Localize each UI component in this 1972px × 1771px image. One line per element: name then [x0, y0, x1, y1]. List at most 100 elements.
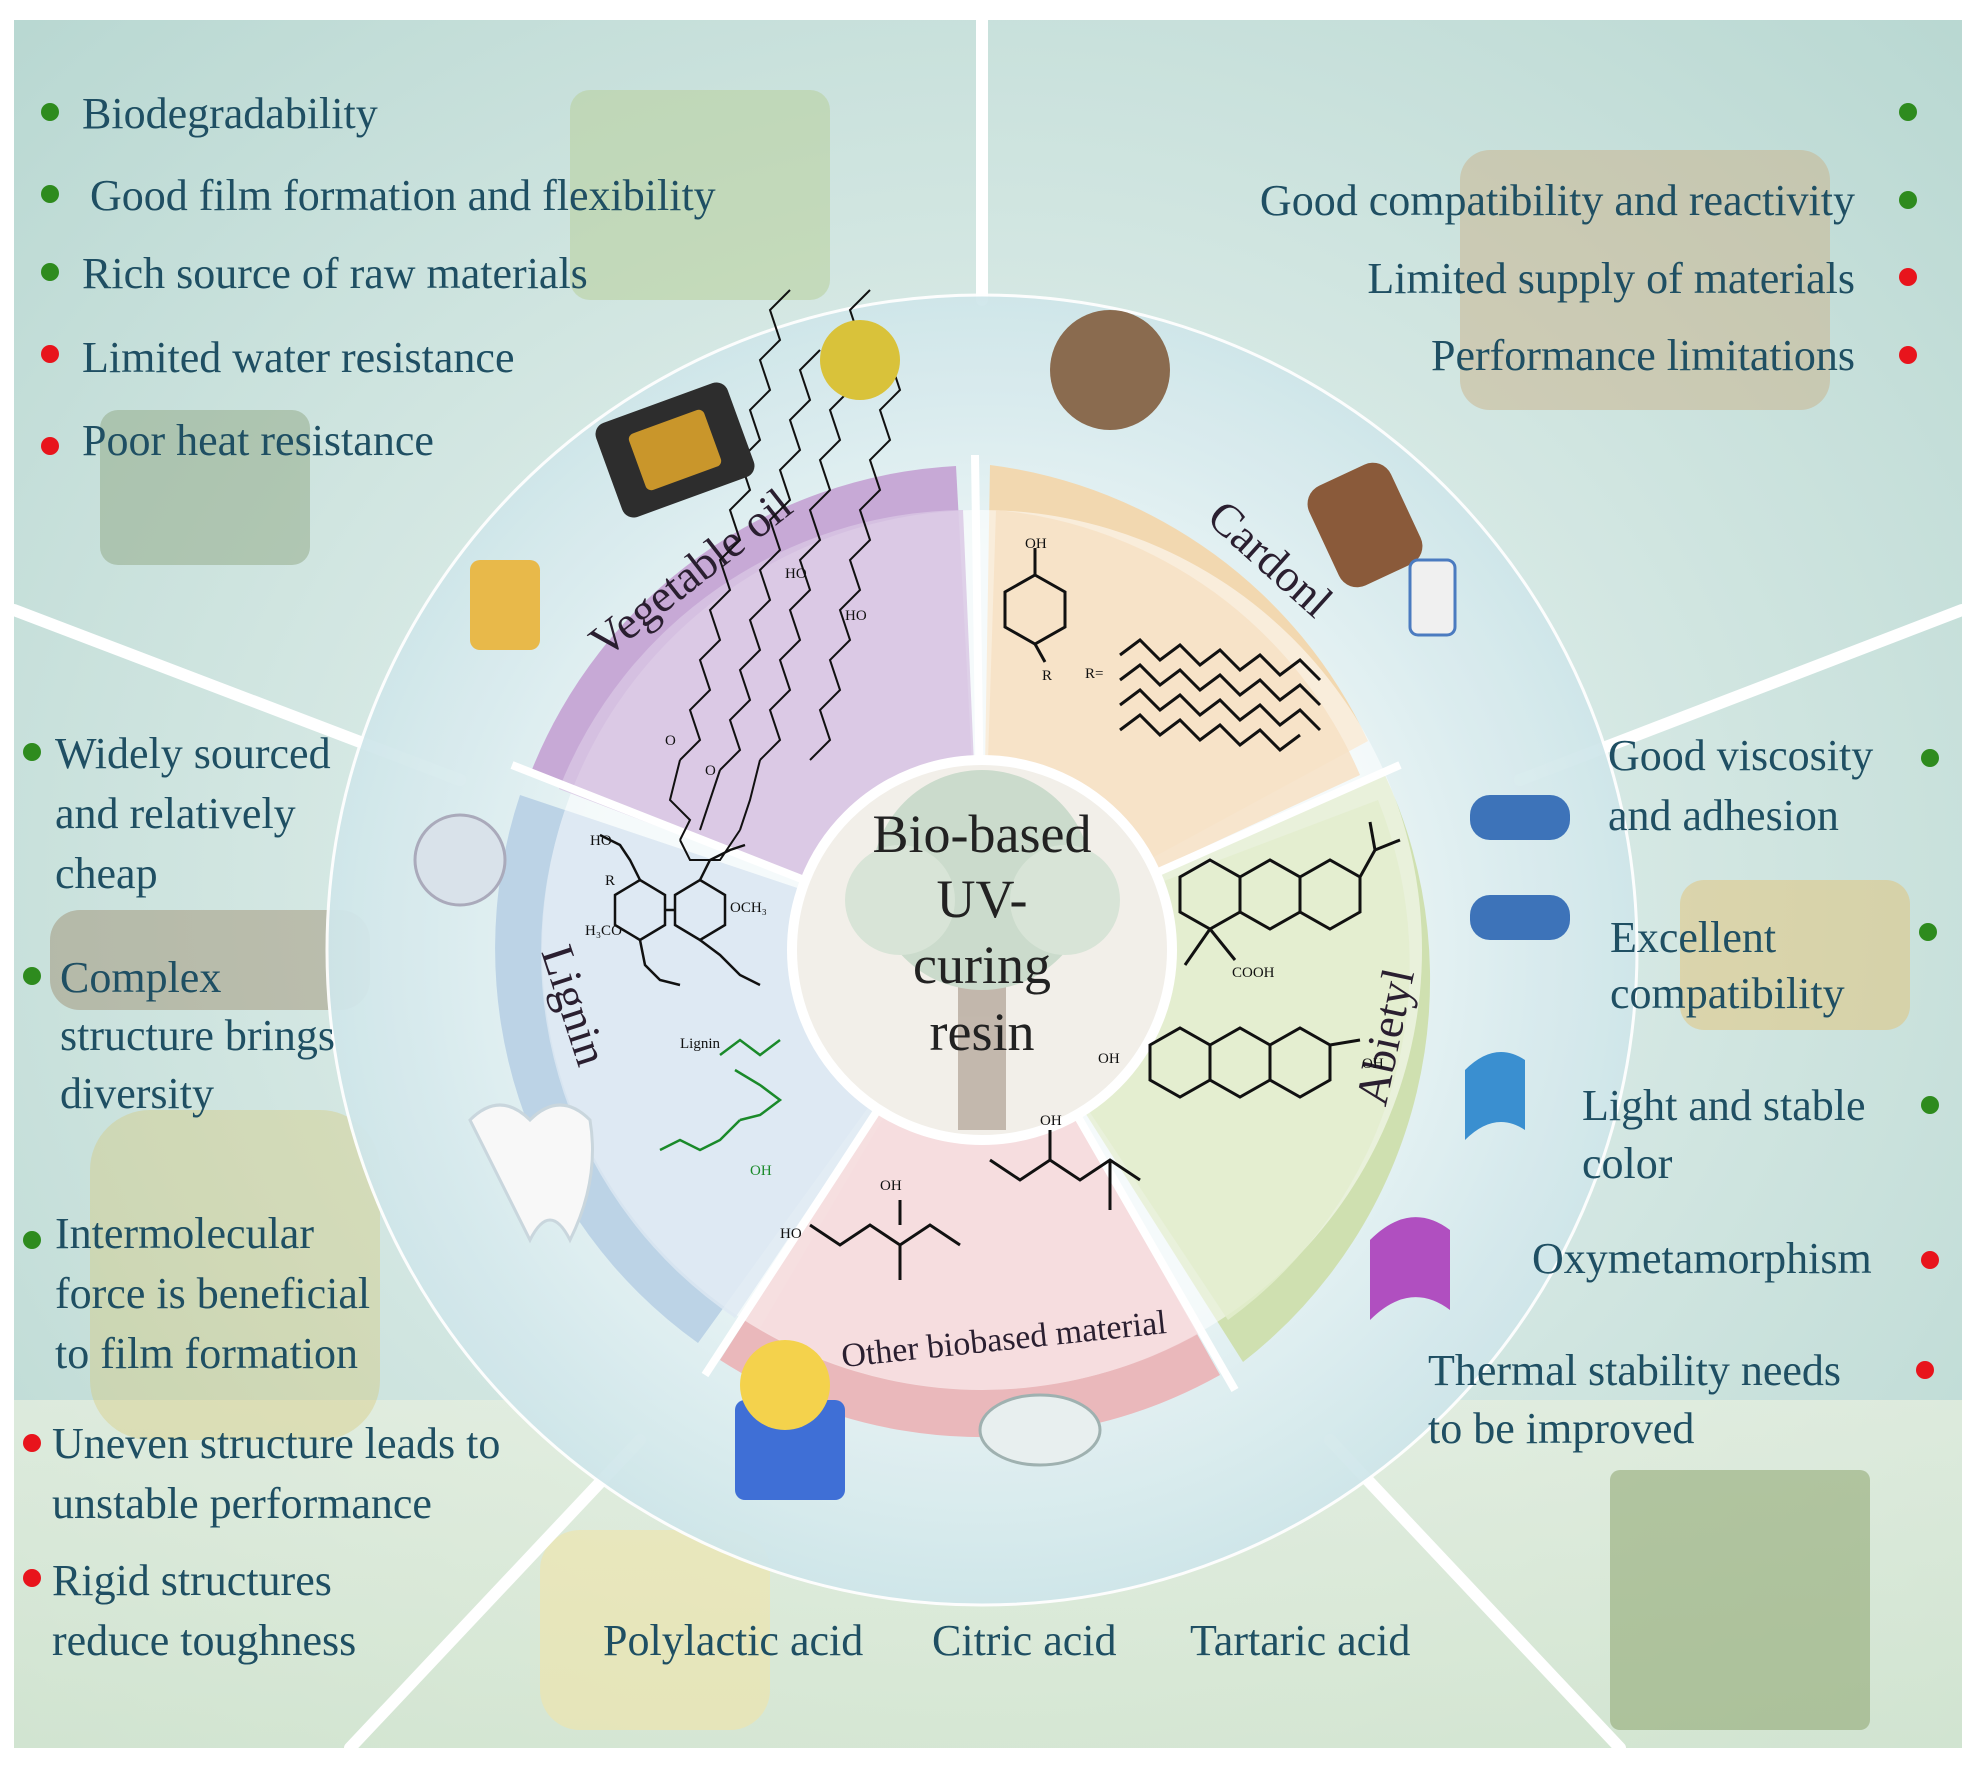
lignin-feature-3-line-2: force is beneficial	[55, 1269, 370, 1318]
lignin-feature-2-line-3: diversity	[60, 1069, 214, 1118]
chem-oh-abietyl-2: OH	[1362, 1056, 1384, 1072]
lignin-feature-3-line-1: Intermolecular	[55, 1209, 314, 1258]
serum-bottle-icon	[470, 560, 540, 650]
vegetable-feature-5: Poor heat resistance	[82, 416, 434, 465]
lignin-feature-2-line-2: structure brings	[60, 1011, 335, 1060]
status-dot	[23, 743, 41, 761]
abietic-acid-structure	[1148, 821, 1401, 1099]
chem-r-cardanol: R	[1042, 668, 1052, 684]
chem-r-lignin: R	[605, 873, 615, 889]
cardonl-feature-3: Limited supply of materials	[1367, 254, 1855, 303]
abietyl-feature-5-line-2: to be improved	[1428, 1404, 1694, 1453]
status-dot	[23, 1569, 41, 1587]
acid-structures	[809, 1130, 1141, 1280]
cardonl-feature-4: Performance limitations	[1431, 331, 1855, 380]
abietyl-feature-2-line-1: Excellent	[1610, 913, 1776, 962]
lignin-feature-5-line-2: reduce toughness	[52, 1616, 356, 1665]
castor-photo	[100, 410, 310, 565]
chem-ho-2: HO	[845, 608, 867, 624]
status-dot	[1921, 749, 1939, 767]
status-dot	[23, 1231, 41, 1249]
vegetable-oil-photo	[570, 90, 830, 300]
lemon-trophy-icon	[735, 1400, 845, 1500]
capsule-icon-1	[1470, 795, 1570, 840]
chem-ho-1: HO	[785, 566, 807, 582]
cardonl-feature-2: Good compatibility and reactivity	[1260, 176, 1855, 225]
vegetable-oil-panel: Biodegradability Good film formation and…	[41, 89, 716, 465]
lignin-feature-4-line-1: Uneven structure leads to	[52, 1419, 500, 1468]
other-example-1: Polylactic acid	[603, 1616, 863, 1665]
chem-och3: OCH₃	[730, 900, 767, 916]
lignin-feature-1-line-3: cheap	[55, 849, 158, 898]
chem-oh-lignin-2: OH	[750, 1163, 772, 1179]
center-line-3: curing	[913, 935, 1051, 995]
tree-icon	[845, 770, 1120, 1130]
status-dot	[1921, 1096, 1939, 1114]
tooth-icon	[468, 1103, 594, 1244]
ring-icons	[413, 310, 1570, 1500]
status-dot	[1919, 923, 1937, 941]
chem-oh-citric: OH	[880, 1178, 902, 1194]
pine-photo	[1610, 1470, 1870, 1730]
status-dot	[41, 103, 59, 121]
chem-ho-lignin: HO	[590, 833, 612, 849]
vegetable-feature-1: Biodegradability	[82, 89, 378, 138]
status-dot	[41, 345, 59, 363]
lignin-ester-structure	[659, 1038, 783, 1152]
abietyl-feature-5-line-1: Thermal stability needs	[1428, 1346, 1841, 1395]
center-line-4: resin	[930, 1002, 1035, 1062]
abietyl-feature-1-line-1: Good viscosity	[1608, 731, 1873, 780]
abietyl-feature-1-line-2: and adhesion	[1608, 791, 1839, 840]
rosin-photo	[1680, 880, 1910, 1030]
abietyl-feature-4-line-1: Oxymetamorphism	[1532, 1234, 1872, 1283]
status-dot	[41, 437, 59, 455]
stacked-film-icon	[1370, 1217, 1450, 1320]
cashew-photo	[1460, 150, 1830, 410]
lignin-feature-3-line-3: to film formation	[55, 1329, 358, 1378]
status-dot	[1899, 268, 1917, 286]
vegetable-feature-3: Rich source of raw materials	[82, 249, 588, 298]
cell-illustration	[90, 1110, 380, 1440]
chem-cooh: COOH	[1232, 965, 1275, 981]
lignin-panel: Widely sourced and relatively cheap Comp…	[23, 729, 500, 1665]
other-example-3: Tartaric acid	[1190, 1616, 1410, 1665]
status-dot	[41, 263, 59, 281]
status-dot	[1899, 191, 1917, 209]
status-dot	[23, 1434, 41, 1452]
status-dot	[1899, 103, 1917, 121]
film-layer-icon	[1465, 1052, 1525, 1140]
tube-icon	[1050, 310, 1170, 430]
lignin-structure	[599, 833, 761, 987]
lignin-feature-1-line-2: and relatively	[55, 789, 296, 838]
abietyl-feature-2-line-2: compatibility	[1610, 969, 1845, 1018]
chem-lignin-label: Lignin	[680, 1036, 720, 1052]
status-dot	[1916, 1361, 1934, 1379]
lignin-feature-1-line-1: Widely sourced	[55, 729, 331, 778]
vegetable-feature-2: Good film formation and flexibility	[90, 171, 716, 220]
status-dot	[1899, 346, 1917, 364]
powder-photo	[50, 910, 370, 1010]
chem-ho-citric: HO	[780, 1226, 802, 1242]
lignin-feature-2-line-1: Complex	[60, 953, 221, 1002]
lignin-feature-4-line-2: unstable performance	[52, 1479, 432, 1528]
capsule-icon-2	[1470, 895, 1570, 940]
status-dot	[1921, 1251, 1939, 1269]
chem-oh-abietyl-1: OH	[1098, 1051, 1120, 1067]
abietyl-feature-3-line-1: Light and stable	[1582, 1081, 1866, 1130]
chem-o-1: O	[665, 733, 676, 749]
thread-spool-icon	[978, 1393, 1102, 1467]
center-line-2: UV-	[936, 869, 1027, 929]
other-panel: Polylactic acid Citric acid Tartaric aci…	[603, 1616, 1410, 1665]
cardonl-panel: Good compatibility and reactivity Limite…	[1260, 103, 1917, 380]
chem-oh-tartaric: OH	[1040, 1113, 1062, 1129]
center-circle	[787, 755, 1177, 1145]
abietyl-panel: Good viscosity and adhesion Excellent co…	[1428, 731, 1939, 1453]
chem-r-eq: R=	[1085, 666, 1103, 682]
lignin-feature-5-line-1: Rigid structures	[52, 1556, 332, 1605]
dropper-bottle-icon	[1408, 558, 1457, 637]
center-line-1: Bio-based	[873, 804, 1092, 864]
status-dot	[41, 185, 59, 203]
other-example-2: Citric acid	[932, 1616, 1117, 1665]
cardanol-structure	[1003, 548, 1322, 752]
